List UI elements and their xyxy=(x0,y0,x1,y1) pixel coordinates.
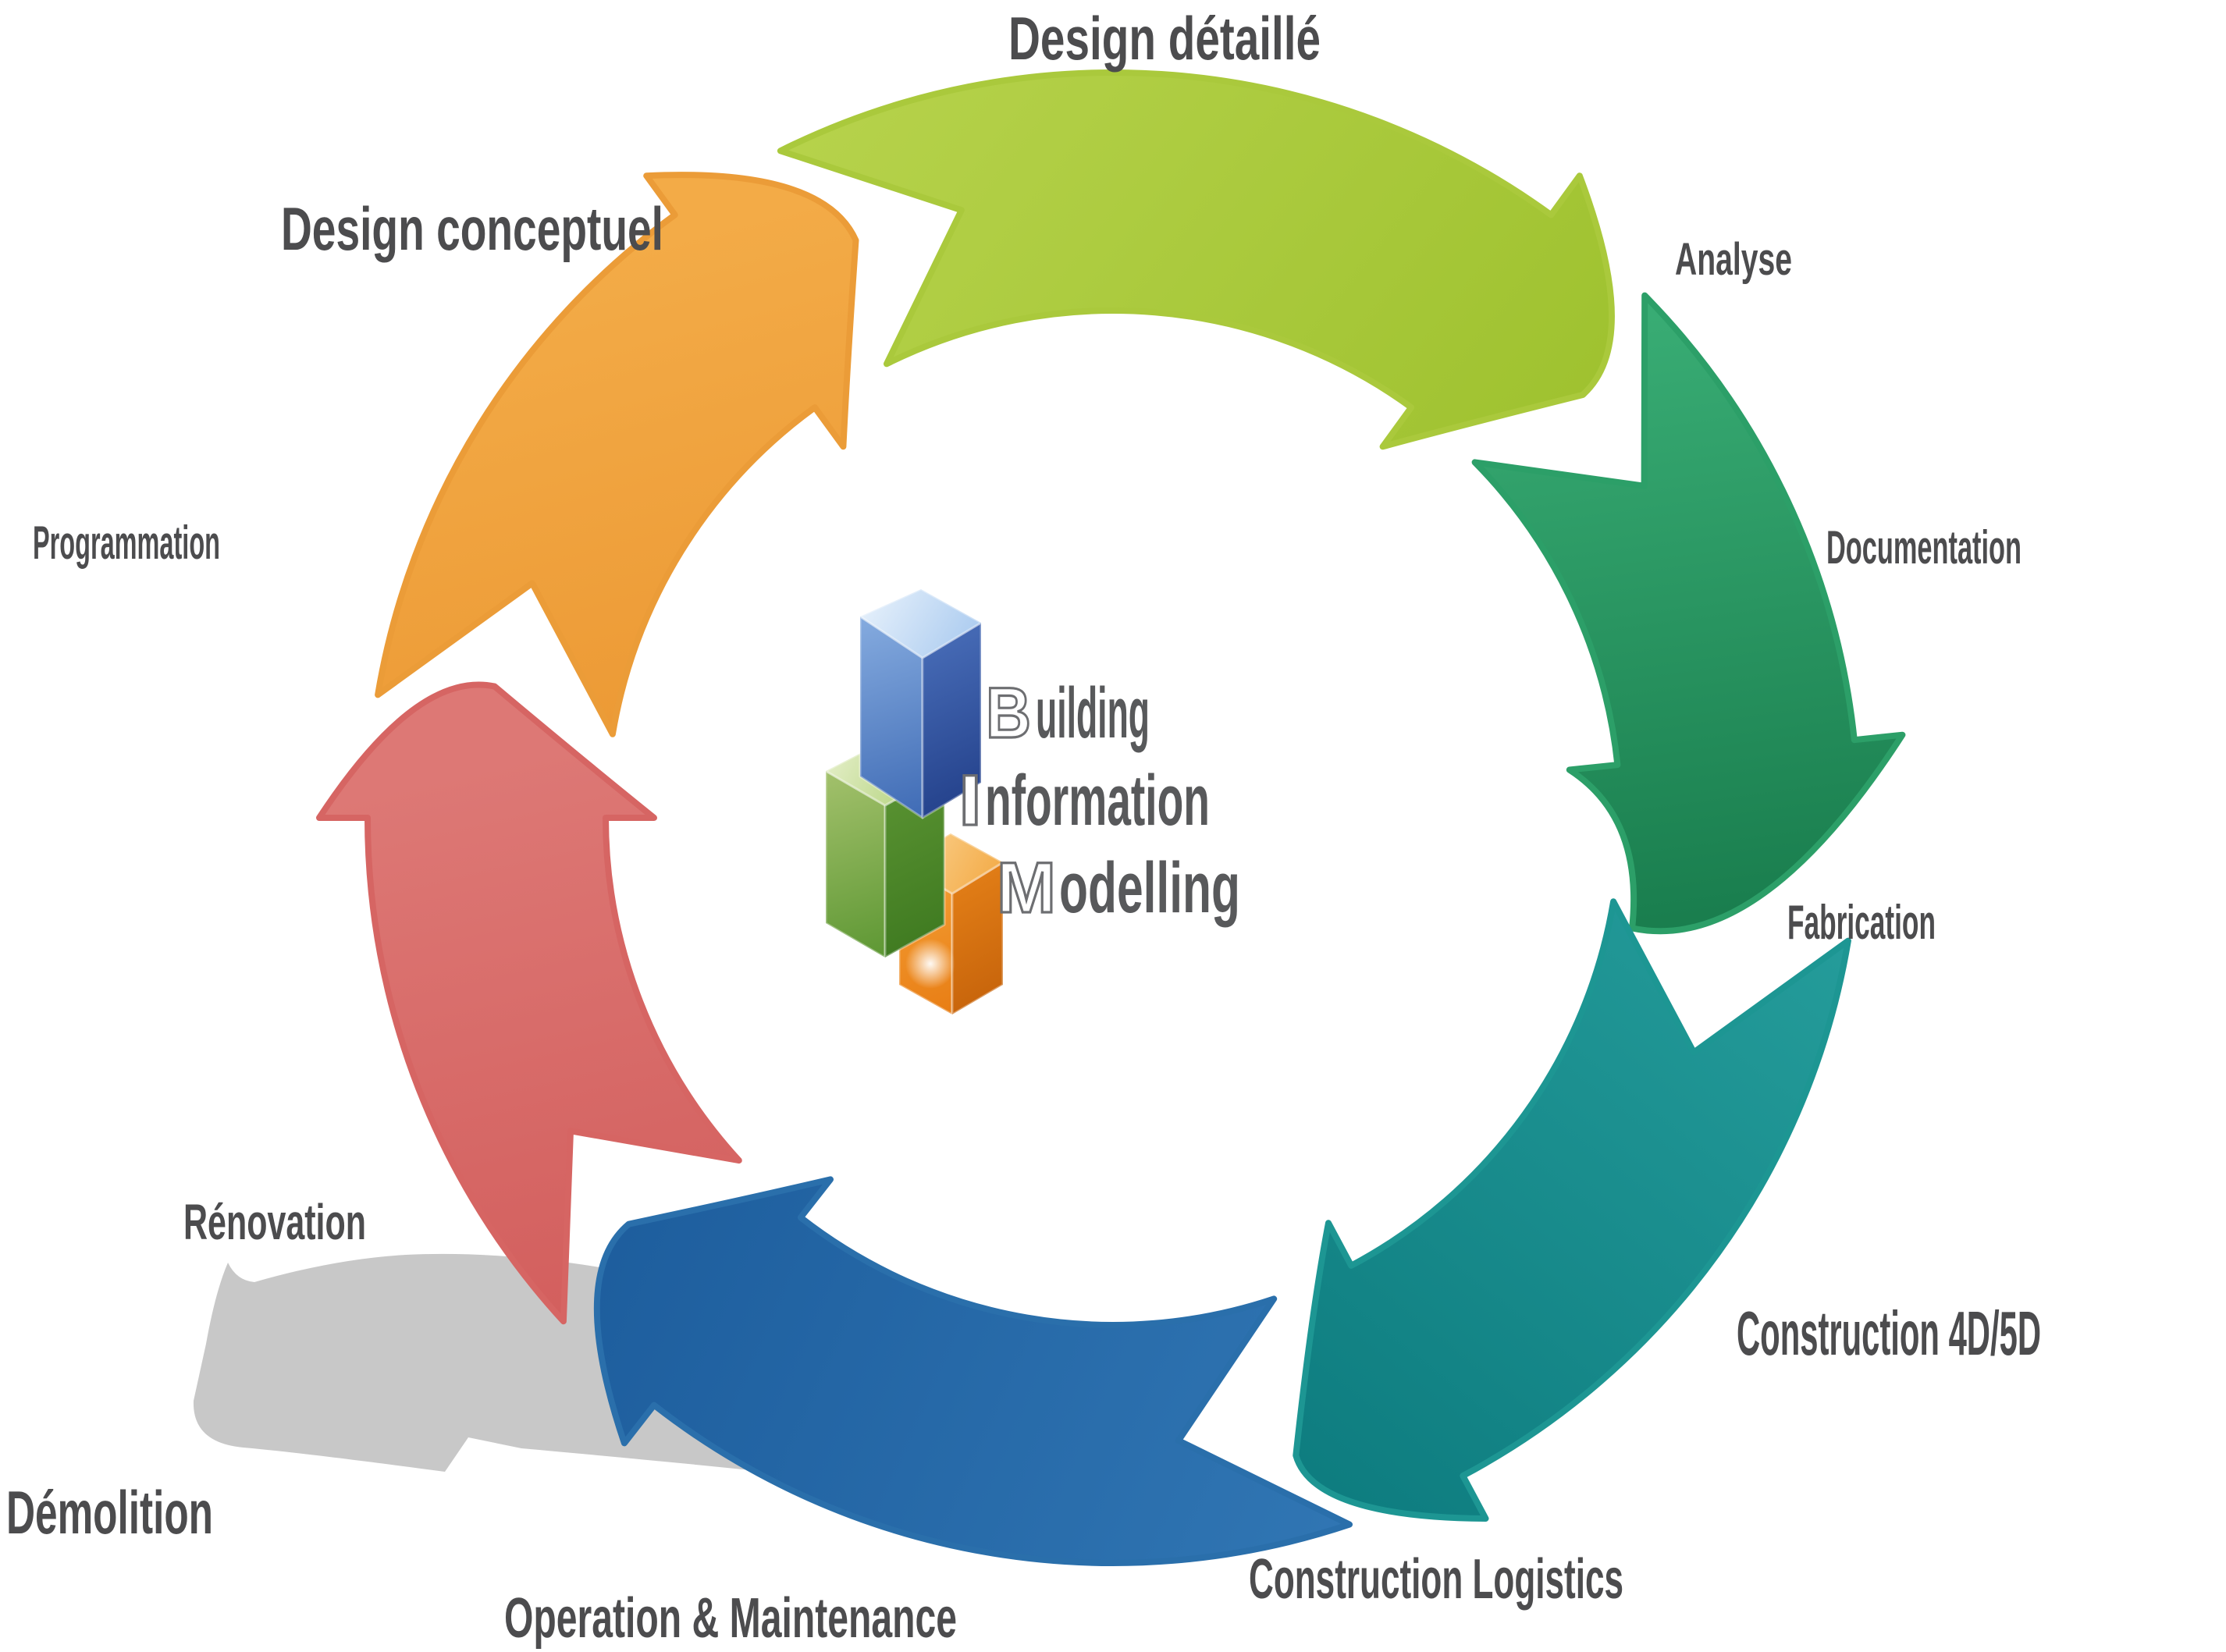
label-programmation: Programmation xyxy=(33,517,220,569)
blue-cube xyxy=(859,588,983,819)
label-demolition: Démolition xyxy=(6,1478,213,1547)
center-title-word-information: nformation xyxy=(985,761,1210,840)
label-renovation: Rénovation xyxy=(183,1194,366,1250)
center-title-initial-i: I xyxy=(958,761,982,840)
label-design-detaille: Design détaillé xyxy=(1008,4,1321,73)
arrow-design-detaille xyxy=(777,69,1615,450)
phase-labels: Design détaillé Analyse Documentation Fa… xyxy=(6,4,2041,1650)
label-design-conceptuel: Design conceptuel xyxy=(281,194,663,263)
arrow-fabrication-construction4d5d xyxy=(1293,898,1851,1522)
cycle-wheel xyxy=(316,69,1906,1566)
orange-cube-highlight xyxy=(905,939,955,989)
arrow-programmation-conceptuel xyxy=(375,172,859,737)
label-fabrication: Fabrication xyxy=(1787,896,1936,950)
center-title: B uilding I nformation M odelling xyxy=(957,672,1240,929)
label-construction-4d5d: Construction 4D/5D xyxy=(1737,1299,2041,1368)
label-documentation: Documentation xyxy=(1826,521,2022,574)
center-title-initial-m: M xyxy=(997,848,1056,928)
label-construction-logistics: Construction Logistics xyxy=(1249,1548,1623,1611)
arrow-logistics-operation xyxy=(593,1176,1353,1566)
blue-cube-top-face xyxy=(859,588,983,659)
label-operation-maintenance: Operation & Maintenance xyxy=(504,1587,957,1650)
bim-cubes xyxy=(824,588,1005,1016)
label-analyse: Analyse xyxy=(1675,234,1792,285)
center-title-word-building: uilding xyxy=(1036,673,1150,753)
arrow-analyse-documentation xyxy=(1471,292,1906,935)
center-title-initial-b: B xyxy=(986,673,1031,753)
center-title-word-modelling: odelling xyxy=(1059,848,1240,928)
arrow-renovation xyxy=(316,681,742,1325)
